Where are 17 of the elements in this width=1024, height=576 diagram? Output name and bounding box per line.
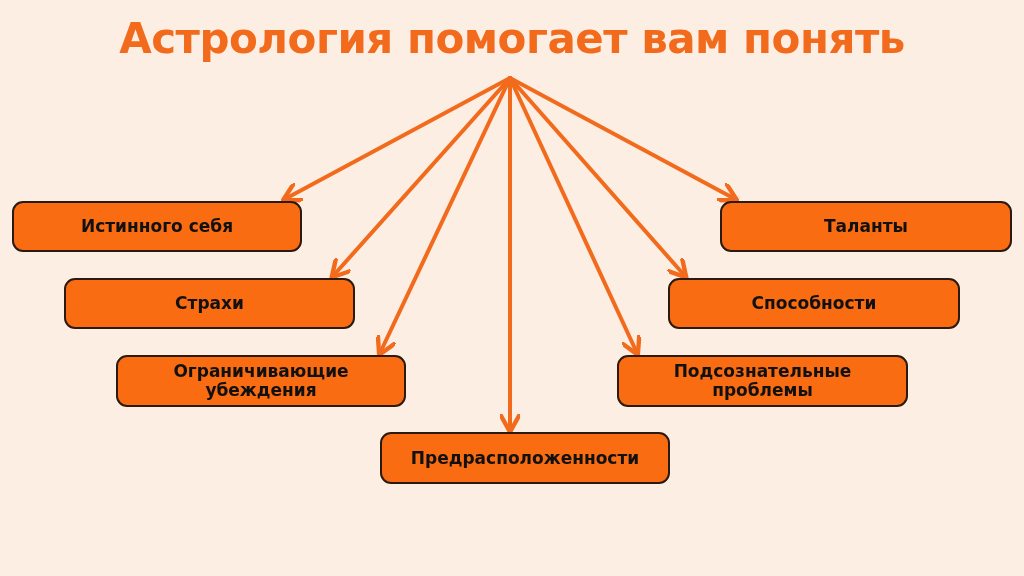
label-box bbox=[116, 355, 406, 407]
label-box bbox=[720, 201, 1012, 252]
box-label: Способности bbox=[750, 294, 878, 313]
label-box bbox=[380, 432, 670, 484]
arrow bbox=[497, 76, 523, 435]
box-label: Подсознательные проблемы bbox=[672, 362, 853, 400]
box-label: Таланты bbox=[823, 217, 909, 236]
arrow bbox=[508, 76, 642, 357]
label-box bbox=[12, 201, 302, 252]
label-box bbox=[668, 278, 960, 329]
box-label: Истинного себя bbox=[79, 217, 235, 236]
title: Астрология помогает вам понять bbox=[118, 14, 906, 63]
label-box bbox=[64, 278, 355, 329]
box-label: Страхи bbox=[174, 294, 245, 313]
box-label: Предрасположенности bbox=[409, 448, 641, 468]
label-box bbox=[617, 355, 908, 407]
box-label: Ограничивающие убеждения bbox=[172, 362, 350, 400]
